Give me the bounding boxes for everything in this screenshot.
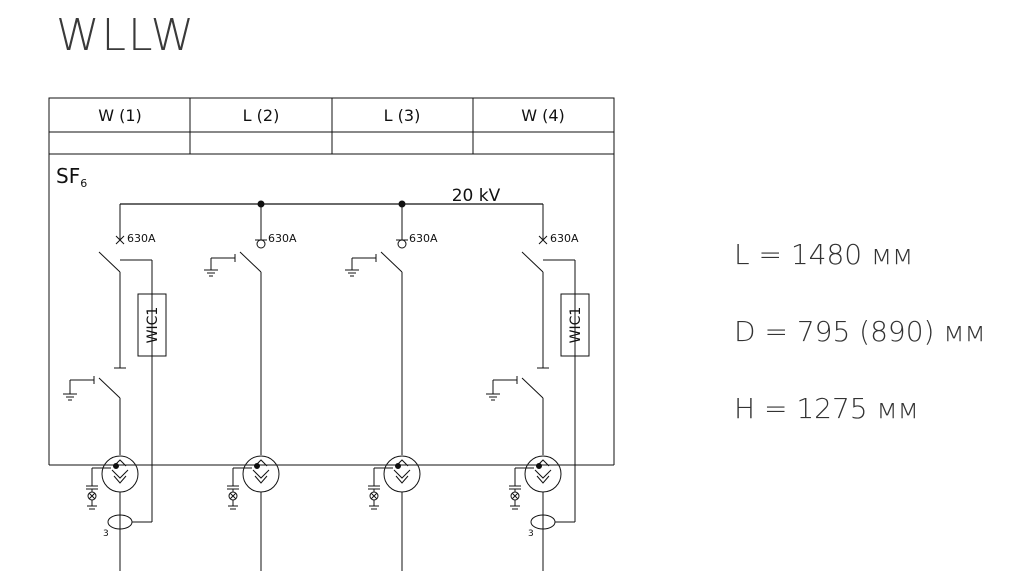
panel-label-l2: L (2) [243, 106, 280, 125]
ct-label: 3 [103, 529, 109, 539]
relay-label: WIC1 [145, 307, 161, 344]
circuit-breaker-icon [538, 235, 548, 245]
cable-termination-l2 [227, 455, 280, 571]
switch-rating-label: 630A [127, 232, 156, 245]
switch-rating-label: 630A [409, 232, 438, 245]
fuse-icon [256, 239, 266, 249]
depth-dimension: D = 795 (890) мм [734, 315, 986, 348]
earthing-switch-icon [63, 376, 121, 455]
cable-termination-w4: 3 [509, 455, 575, 571]
cable-termination-l3 [368, 455, 421, 571]
voltage-label: 20 kV [452, 186, 501, 206]
earthing-switch-icon [204, 254, 236, 277]
earthing-switch-icon [486, 376, 544, 455]
svg-text:SF6: SF6 [56, 164, 87, 190]
ct-label: 3 [528, 529, 534, 539]
dimensions-block: L = 1480 мм D = 795 (890) мм H = 1275 мм [734, 240, 1004, 471]
panel-header-table: W (1) L (2) L (3) W (4) [48, 97, 615, 155]
page-title: WLLW [56, 10, 196, 61]
feeder-l2: 630A [204, 204, 297, 455]
panel-label-l3: L (3) [384, 106, 421, 125]
panel-label-w1: W (1) [98, 106, 142, 125]
busbar: 20 kV [120, 186, 543, 208]
relay-box [560, 293, 590, 357]
gas-label-subscript: 6 [80, 177, 87, 190]
length-dimension: L = 1480 мм [734, 238, 914, 271]
circuit-breaker-icon [115, 235, 125, 245]
panel-label-w4: W (4) [521, 106, 565, 125]
feeder-w4: 630A WIC1 [486, 204, 590, 522]
switch-rating-label: 630A [268, 232, 297, 245]
height-dimension: H = 1275 мм [734, 392, 919, 425]
fuse-icon [397, 239, 407, 249]
sf6-enclosure: SF6 [48, 154, 615, 466]
earthing-switch-icon [345, 254, 377, 277]
cable-termination-w1: 3 [86, 455, 152, 571]
relay-box [137, 293, 167, 357]
relay-label: WIC1 [568, 307, 584, 344]
gas-label: SF [56, 164, 80, 188]
switch-rating-label: 630A [550, 232, 579, 245]
feeder-l3: 630A [345, 204, 438, 455]
feeder-w1: 630A WIC1 [63, 204, 167, 522]
